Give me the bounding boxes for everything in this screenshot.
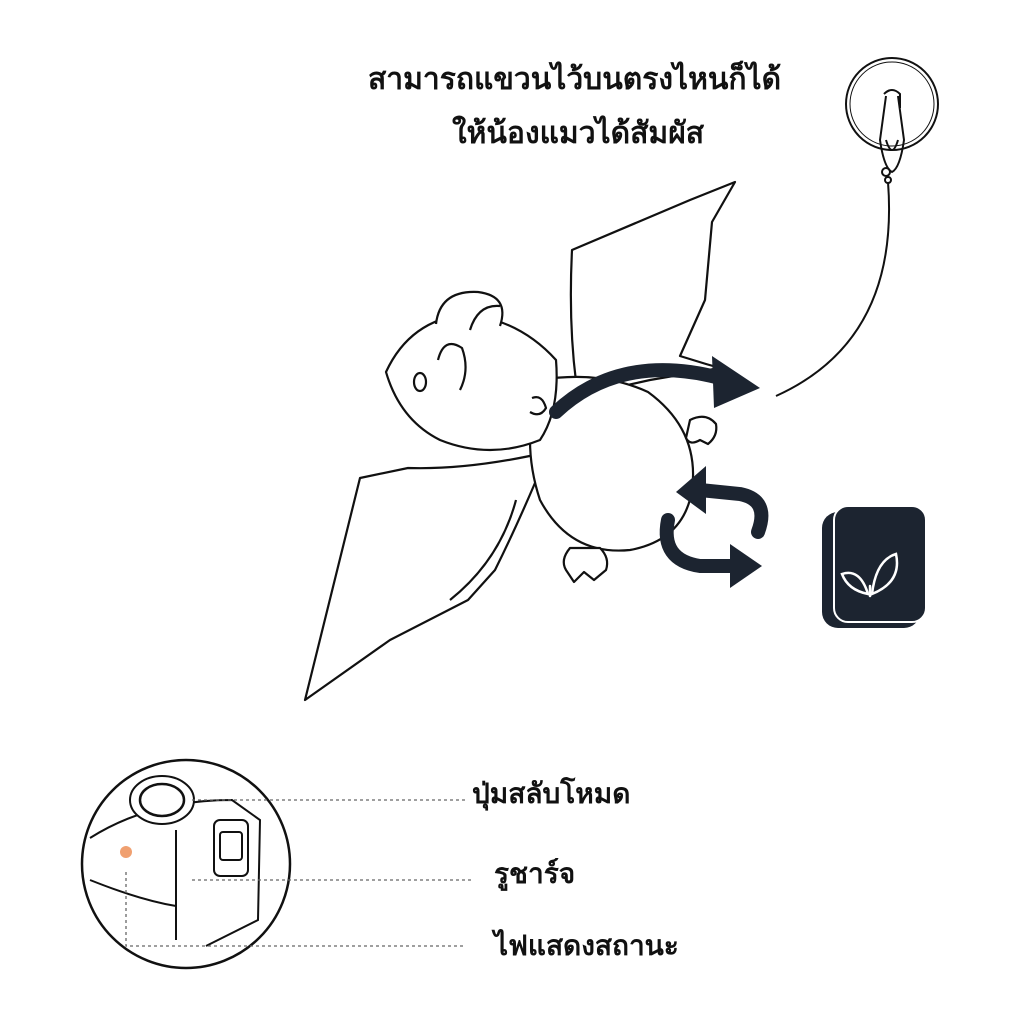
leader-lines [125,799,472,947]
device-closeup [80,758,292,970]
mode-button-label: ปุ่มสลับโหมด [472,777,631,810]
swap-arrows [659,483,769,573]
leaf-icon [840,552,899,598]
hanging-string [775,181,890,397]
bat-toy [303,180,737,702]
motion-arrow-top [549,356,760,419]
charging-port-label: รูชาร์จ [494,857,576,890]
suction-hook-icon [845,57,939,184]
swap-arrow-head-left [676,466,706,514]
status-light-label: ไฟแสดงสถานะ [494,929,679,962]
status-light [120,846,132,858]
instruction-line-1: สามารถแขวนไว้บนตรงไหนก็ได้ [368,62,782,97]
swap-arrow-head-right [730,544,762,588]
catnip-badge [822,505,927,628]
instruction-line-2: ให้น้องแมวได้สัมผัส [452,116,705,151]
